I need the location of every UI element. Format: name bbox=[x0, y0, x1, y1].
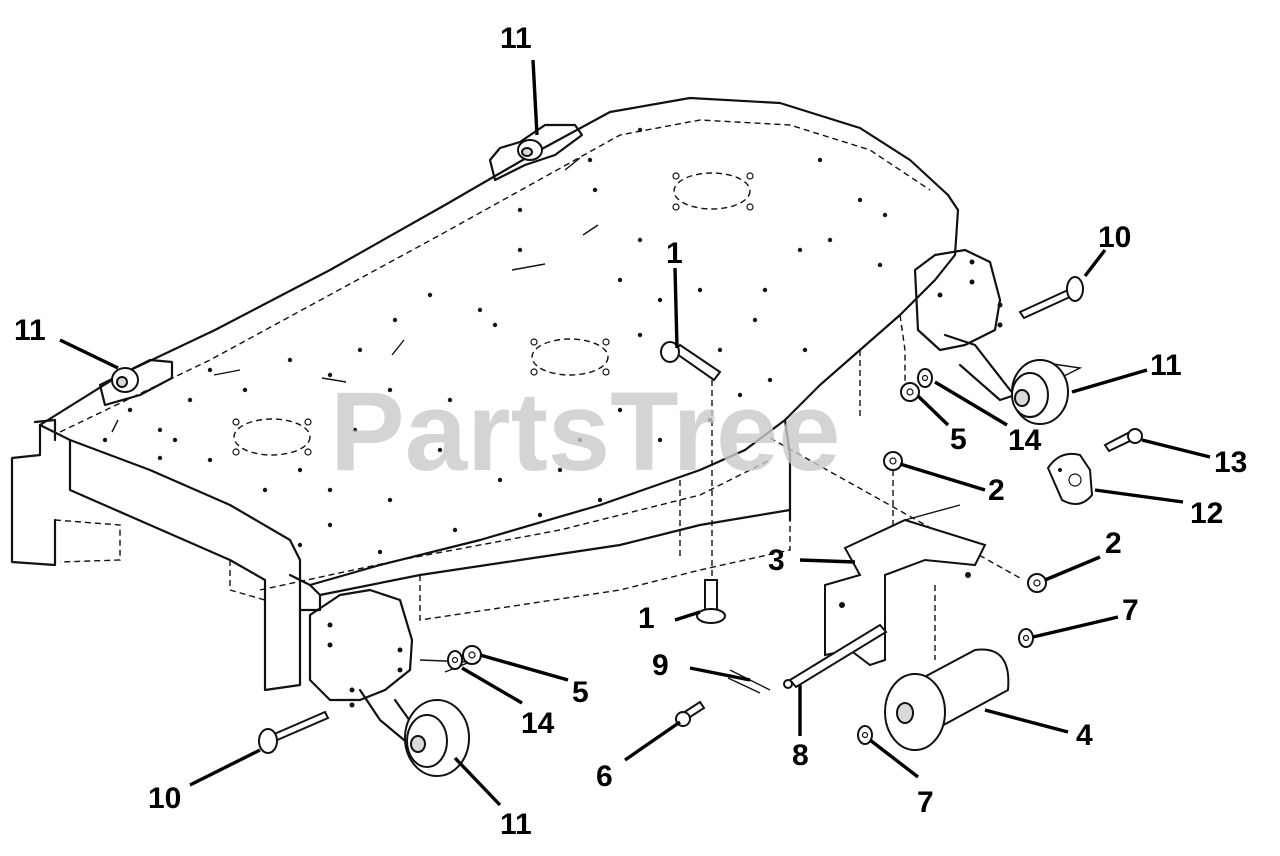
flat-washer-icon bbox=[447, 650, 463, 670]
callout-12: 12 bbox=[1190, 497, 1223, 530]
callout-10-right: 10 bbox=[1098, 221, 1131, 254]
self-tapping-screw-icon bbox=[1103, 428, 1143, 453]
gauge-wheel-icon bbox=[1011, 359, 1069, 425]
callout-4: 4 bbox=[1076, 719, 1093, 752]
callout-2-lower: 2 bbox=[1105, 527, 1122, 560]
gauge-wheel-icon bbox=[404, 699, 470, 777]
callout-14-right: 14 bbox=[1008, 424, 1042, 457]
mower-deck-icon bbox=[10, 96, 960, 692]
callouts: 11 11 11 11 10 10 1 1 5 5 14 14 13 12 2 … bbox=[14, 22, 1247, 841]
callout-8: 8 bbox=[792, 739, 809, 772]
flat-washer-icon bbox=[917, 368, 933, 388]
lock-nut-icon bbox=[1027, 573, 1047, 593]
watermark-text: PartsTree bbox=[330, 369, 841, 494]
callout-7-right: 7 bbox=[1122, 594, 1139, 627]
leader-lines bbox=[59, 59, 1211, 807]
callout-11-left: 11 bbox=[14, 314, 46, 347]
callout-5-bottom: 5 bbox=[572, 676, 589, 709]
roller-axle-icon bbox=[783, 623, 888, 689]
flat-washer-icon bbox=[857, 725, 873, 745]
roller-bracket-plate-icon bbox=[1046, 452, 1094, 505]
callout-5-right: 5 bbox=[950, 423, 967, 456]
callout-2-upper: 2 bbox=[988, 474, 1005, 507]
callout-10-bottom: 10 bbox=[148, 782, 181, 815]
carriage-bolt-icon bbox=[660, 341, 722, 382]
gauge-wheel-icon bbox=[98, 358, 174, 407]
anti-scalp-roller-icon bbox=[884, 648, 1010, 751]
roller-mount-bracket-icon bbox=[824, 504, 987, 667]
callout-1-lower: 1 bbox=[638, 602, 655, 635]
hex-nut-icon bbox=[462, 645, 482, 665]
flat-washer-icon bbox=[1018, 628, 1034, 648]
callout-9: 9 bbox=[652, 649, 669, 682]
callout-1-top: 1 bbox=[666, 237, 683, 270]
hex-nut-icon bbox=[900, 382, 920, 402]
hex-bolt-icon bbox=[1018, 276, 1084, 320]
callout-6: 6 bbox=[596, 760, 613, 793]
callout-11-right: 11 bbox=[1150, 349, 1182, 382]
lock-nut-icon bbox=[883, 451, 903, 471]
callout-3: 3 bbox=[768, 544, 785, 577]
callout-7-left: 7 bbox=[917, 786, 934, 819]
gauge-wheel-icon bbox=[517, 139, 543, 161]
callout-14-bottom: 14 bbox=[521, 707, 555, 740]
hex-bolt-icon bbox=[258, 710, 330, 754]
carriage-bolt-icon bbox=[696, 579, 726, 624]
callout-13: 13 bbox=[1214, 446, 1247, 479]
callout-11-top: 11 bbox=[500, 22, 532, 55]
callout-11-bottom: 11 bbox=[500, 808, 532, 841]
